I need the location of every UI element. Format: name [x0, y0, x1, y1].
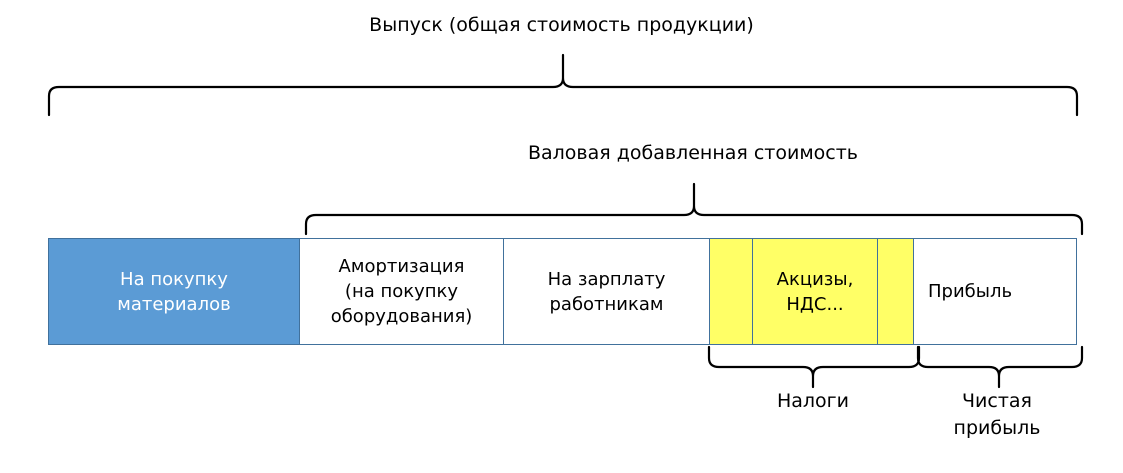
title-output: Выпуск (общая стоимость продукции) — [369, 14, 754, 36]
bar-segment-salary[interactable]: На зарплату работникам — [503, 238, 710, 345]
caption-net-profit: Чистая прибыль — [953, 390, 1041, 439]
bar-segment-materials[interactable]: На покупку материалов — [48, 238, 300, 345]
brace-gross-value-added — [303, 181, 1087, 237]
brace-output — [46, 52, 1082, 118]
bar-segment-excise-vat[interactable]: Акцизы, НДС... — [752, 238, 878, 345]
caption-taxes: Налоги — [776, 390, 850, 412]
bar-segment-tax-left[interactable] — [709, 238, 753, 345]
value-breakdown-bar: На покупку материалов Амортизация (на по… — [48, 238, 1080, 345]
brace-net-profit — [915, 345, 1085, 389]
bar-segment-amortization[interactable]: Амортизация (на покупку оборудования) — [299, 238, 504, 345]
bar-segment-tax-right[interactable] — [877, 238, 914, 345]
brace-taxes — [706, 345, 922, 389]
bar-segment-profit[interactable]: Прибыль — [913, 238, 1077, 345]
title-gross-value-added: Валовая добавленная стоимость — [527, 142, 859, 164]
